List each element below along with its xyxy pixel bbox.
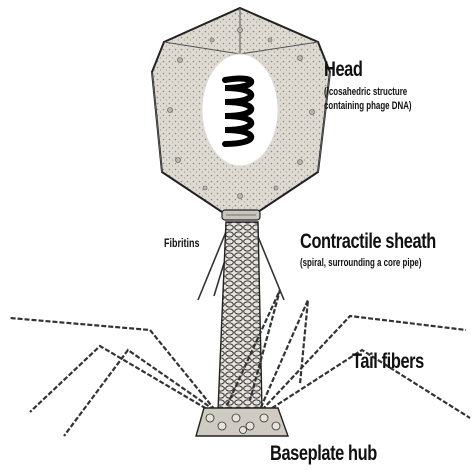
contractile-sheath bbox=[218, 222, 262, 410]
contractile-sheath-description: (spiral, surrounding a core pipe) bbox=[300, 257, 421, 270]
head-description-line2: containing phage DNA) bbox=[324, 100, 412, 113]
tail-fibers-label: Tail fibers bbox=[352, 350, 424, 374]
baseplate-hub bbox=[196, 408, 288, 436]
dna-coil bbox=[202, 54, 278, 166]
fibritins-label: Fibritins bbox=[164, 236, 200, 250]
baseplate-hub-label: Baseplate hub bbox=[270, 442, 377, 466]
contractile-sheath-label: Contractile sheath bbox=[300, 230, 436, 254]
phage-collar bbox=[222, 210, 260, 220]
head-description-line1: (icosahedric structure bbox=[324, 86, 407, 99]
head-label: Head bbox=[324, 58, 363, 82]
